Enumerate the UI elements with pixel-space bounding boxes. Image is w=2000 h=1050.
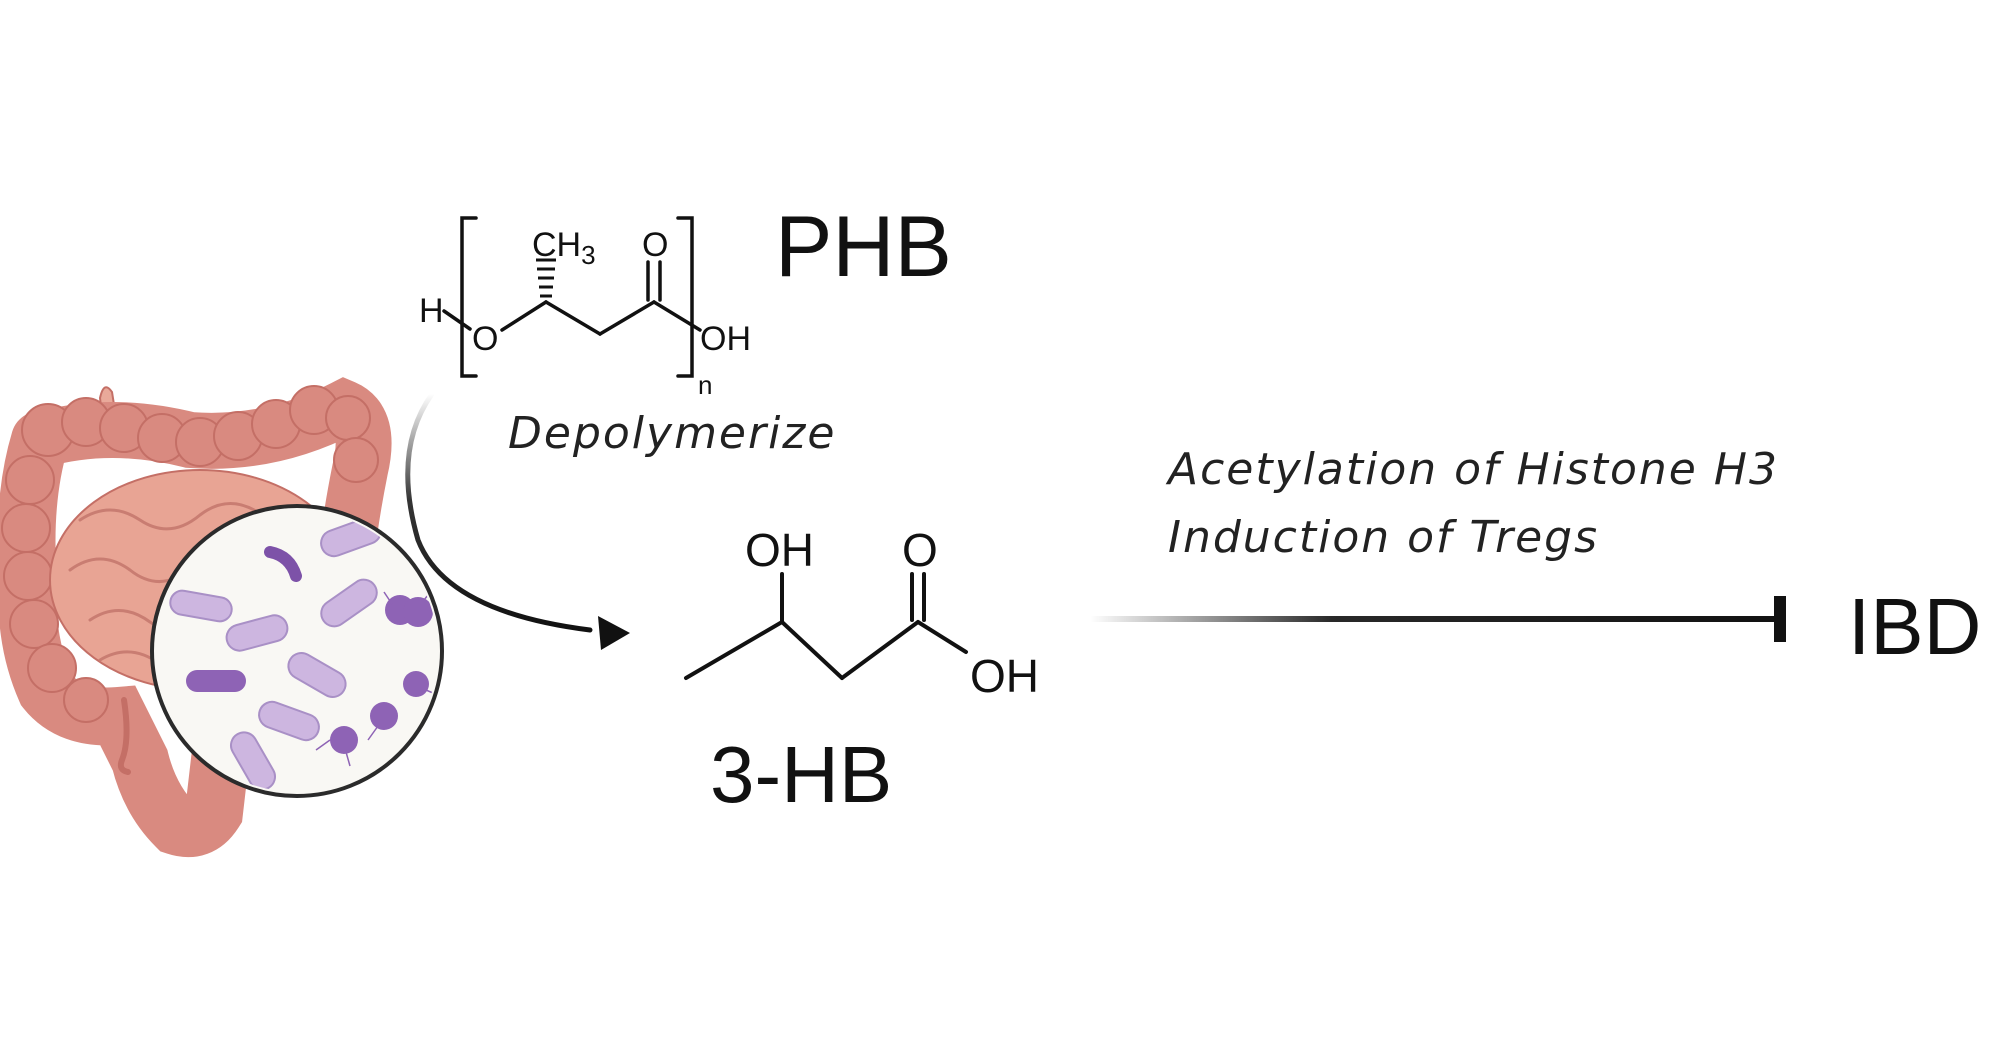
phb-repeat-n: n	[698, 370, 712, 400]
inhibition-arrow	[1090, 596, 1786, 642]
effect-line-2: Induction of Tregs	[1168, 512, 1599, 563]
phb-o-atom: O	[472, 320, 498, 358]
inhibition-bar	[1774, 596, 1786, 642]
stereo-hash-bond	[536, 258, 556, 298]
phb-carbonyl-o: O	[642, 226, 668, 264]
phb-methyl: CH3	[532, 226, 596, 270]
arrow-head	[598, 616, 630, 650]
depolymerize-arrow	[405, 391, 630, 650]
hb-label: 3-HB	[710, 730, 892, 819]
hb-hydroxyl: OH	[745, 524, 814, 576]
phb-oh-group: OH	[700, 320, 751, 358]
ibd-label: IBD	[1848, 582, 1981, 671]
gut-bacteria-icon	[150, 504, 444, 798]
depolymerize-label: Depolymerize	[508, 408, 836, 459]
phb-structure	[442, 216, 702, 378]
phb-label: PHB	[775, 199, 952, 295]
hb-acid-oh: OH	[970, 650, 1039, 702]
hb-carbonyl-o: O	[902, 524, 938, 576]
hb-structure	[684, 572, 968, 680]
phb-h-atom: H	[419, 292, 444, 330]
effect-line-1: Acetylation of Histone H3	[1165, 444, 1779, 495]
